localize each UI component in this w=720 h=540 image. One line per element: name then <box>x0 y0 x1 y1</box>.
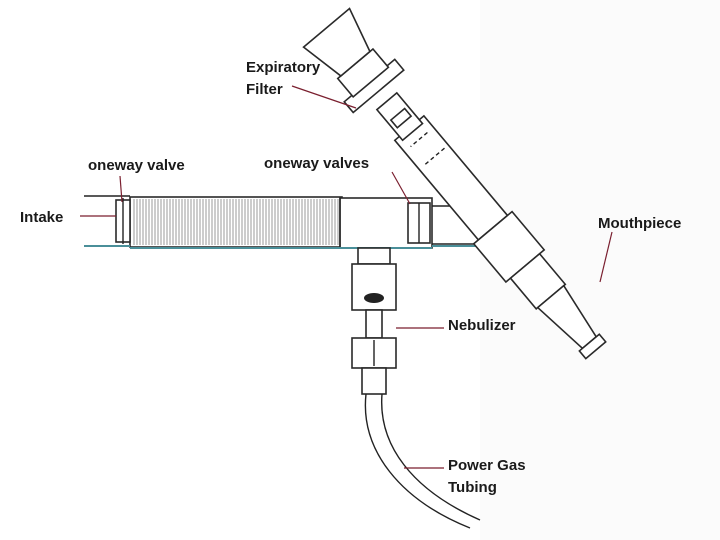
t-connector <box>130 197 433 249</box>
intake-pipe <box>84 195 131 247</box>
oneway-valve-label: oneway valve <box>88 157 185 174</box>
nebulizer-assembly <box>351 247 397 395</box>
oneway-valves-label: oneway valves <box>264 155 369 172</box>
power-gas-label-line1: Power Gas <box>448 457 526 474</box>
labels: Expiratory Filter oneway valve oneway va… <box>20 59 681 496</box>
expiratory-filter-label-line1: Expiratory <box>246 59 321 76</box>
tubing-ribs <box>133 199 339 245</box>
power-gas-tubing <box>364 393 481 529</box>
expiratory-filter-label-line2: Filter <box>246 81 283 98</box>
nebulizer-label: Nebulizer <box>448 317 516 334</box>
intake-label: Intake <box>20 209 63 226</box>
corrugated-tubing <box>129 196 343 248</box>
expiratory-limb <box>302 7 607 360</box>
leader-lines <box>80 85 613 469</box>
mouthpiece-label: Mouthpiece <box>598 215 681 232</box>
power-gas-label-line2: Tubing <box>448 479 497 496</box>
